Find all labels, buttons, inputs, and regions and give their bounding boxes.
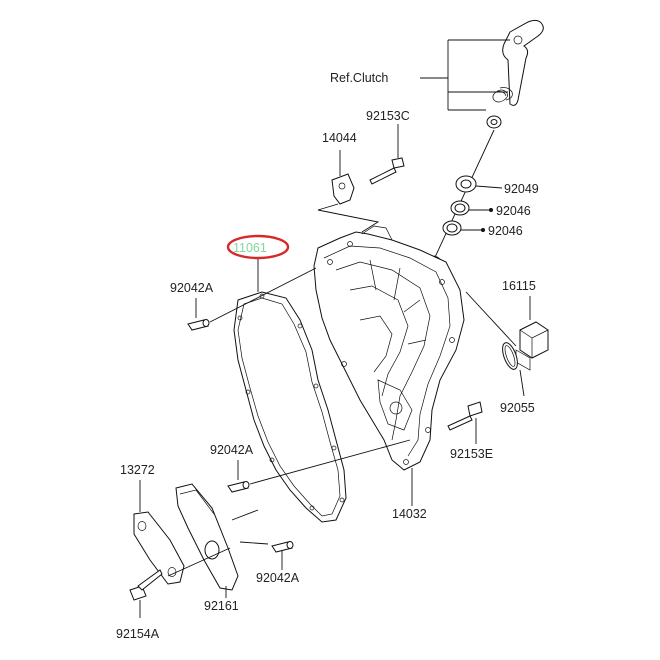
bracket-14044 (331, 173, 355, 205)
label-92046-a: 92046 (496, 204, 531, 218)
highlight-ring-11061 (226, 234, 290, 260)
o-ring-92055 (502, 342, 518, 370)
label-92042a-b: 92042A (210, 443, 254, 457)
bolt-92154a (129, 569, 163, 601)
label-14044: 14044 (322, 131, 357, 145)
ref-clutch-label: Ref.Clutch (330, 71, 388, 85)
label-92046-b: 92046 (488, 224, 523, 238)
shaft-axis-line (429, 129, 495, 269)
bolt-92153c (369, 157, 405, 185)
oil-filler-plug-16115 (515, 321, 549, 371)
label-92161: 92161 (204, 599, 239, 613)
label-92154a: 92154A (116, 627, 160, 641)
label-14032: 14032 (392, 507, 427, 521)
gasket-11061 (233, 291, 347, 523)
ref-clutch-bracket (420, 39, 510, 111)
label-92153c: 92153C (366, 109, 410, 123)
assembly-axis-mid (231, 509, 259, 521)
label-92055: 92055 (500, 401, 535, 415)
label-16115: 16115 (502, 279, 536, 293)
label-92153e: 92153E (450, 447, 493, 461)
washer (486, 115, 502, 129)
clutch-release-lever (502, 19, 544, 106)
label-11061: 11061 (233, 241, 267, 255)
dowel-pin-92042a-c (271, 541, 294, 553)
dowel-pin-92042a-b (227, 481, 250, 493)
dowel-pin-92042a-a (187, 319, 210, 331)
label-92042a-c: 92042A (256, 571, 300, 585)
oil-seal-92046-b (442, 220, 462, 236)
assembly-axis-lower (167, 547, 231, 577)
clutch-cover-14032 (313, 225, 465, 471)
oil-seal-92046-a (450, 200, 470, 216)
pad-92161 (175, 483, 239, 591)
label-92042a-a: 92042A (170, 281, 214, 295)
label-92049: 92049 (504, 182, 539, 196)
bearing-92049 (455, 175, 477, 193)
bolt-92153e (447, 401, 483, 431)
label-13272: 13272 (120, 463, 155, 477)
